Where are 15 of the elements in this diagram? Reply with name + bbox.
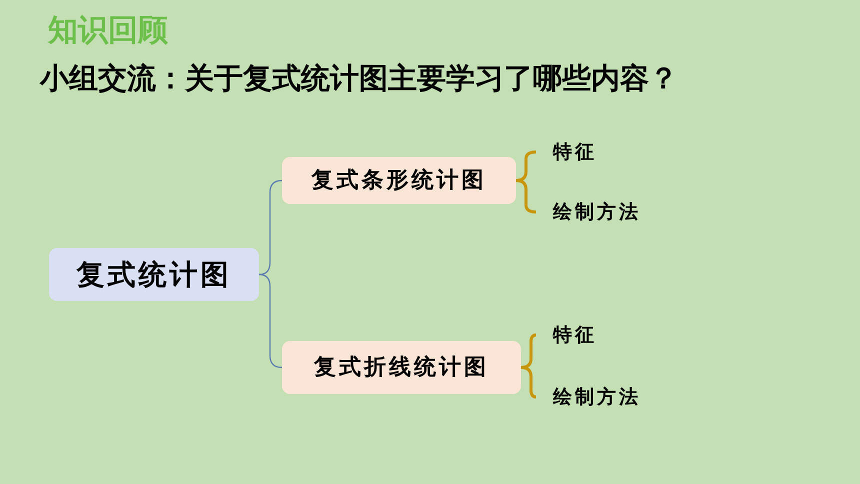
branch-text: 绘制方法 <box>536 197 676 227</box>
curly-brace <box>520 366 536 398</box>
branch-text: 绘制方法 <box>536 382 676 412</box>
section-title: 知识回顾 <box>48 12 168 50</box>
root-topic-box: 复式统计图 <box>49 248 259 301</box>
connector-line <box>258 180 282 276</box>
branch-text: 特征 <box>536 137 636 167</box>
subtopic-box: 复式折线统计图 <box>282 341 521 394</box>
branch-text: 特征 <box>536 320 636 350</box>
subtopic-box: 复式条形统计图 <box>282 157 516 204</box>
connector-line <box>258 274 282 368</box>
question-text: 小组交流：关于复式统计图主要学习了哪些内容？ <box>40 60 679 97</box>
curly-brace <box>520 334 536 369</box>
curly-brace <box>516 150 536 182</box>
curly-brace <box>516 179 536 214</box>
